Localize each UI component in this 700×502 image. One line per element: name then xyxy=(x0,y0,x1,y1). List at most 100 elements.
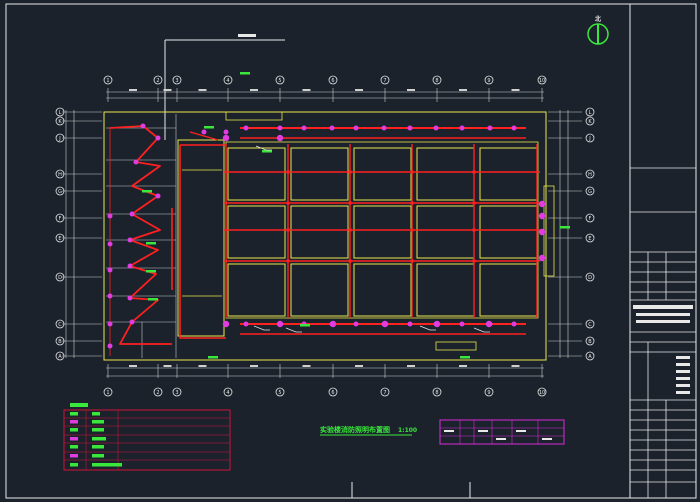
junction-node xyxy=(472,170,476,174)
lab-room-r3c2 xyxy=(290,263,349,317)
axis-label-6: 6 xyxy=(331,390,334,396)
schedule-text-mark xyxy=(516,430,526,432)
axis-label-3: 3 xyxy=(175,390,178,396)
legend-text-mark xyxy=(92,420,104,424)
axis-bubble-4 xyxy=(223,387,233,397)
axis-label-A: A xyxy=(588,354,592,360)
axis-bubble-2 xyxy=(153,75,163,85)
axis-label-2: 2 xyxy=(156,390,159,396)
circuit-corridor-loop xyxy=(179,145,226,339)
axis-label-H: H xyxy=(58,172,62,178)
axis-label-3: 3 xyxy=(175,78,178,84)
legend-symbol xyxy=(70,428,78,432)
legend-frame xyxy=(63,409,231,471)
dimension-value-mark xyxy=(459,365,467,367)
axis-label-L: L xyxy=(589,110,592,116)
axis-label-10: 10 xyxy=(539,390,545,396)
axis-bubble-8 xyxy=(432,75,442,85)
light-fixture xyxy=(538,254,546,262)
schedule-frame xyxy=(439,419,565,445)
axis-bubble-A xyxy=(585,351,595,361)
lighting-circuits xyxy=(109,125,540,356)
junction-node xyxy=(348,201,352,205)
legend-symbol xyxy=(70,454,78,458)
axis-label-8: 8 xyxy=(435,78,438,84)
axis-label-9: 9 xyxy=(487,390,490,396)
circuit-label-mark xyxy=(262,150,272,153)
axis-label-B: B xyxy=(58,339,62,345)
axis-bubble-3 xyxy=(172,387,182,397)
axis-bubble-5 xyxy=(275,387,285,397)
dimension-value-mark xyxy=(250,89,258,91)
axis-bubble-C xyxy=(585,319,595,329)
lab-room-r2c5 xyxy=(479,205,538,259)
light-fixture xyxy=(107,213,113,219)
axis-label-B: B xyxy=(588,339,592,345)
leader-line xyxy=(255,145,272,151)
axis-bubble-3 xyxy=(172,75,182,85)
axis-label-J: J xyxy=(588,136,590,142)
light-fixture xyxy=(538,200,546,208)
dimension-value-mark xyxy=(129,89,137,91)
axis-bubble-H xyxy=(585,169,595,179)
junction-node xyxy=(348,259,352,263)
light-fixture xyxy=(243,321,249,327)
legend-symbol xyxy=(70,445,78,449)
light-fixture xyxy=(433,320,441,328)
dimension-value-mark xyxy=(198,365,207,367)
light-fixture xyxy=(353,125,359,131)
light-fixture xyxy=(155,193,161,199)
schedule-text-mark xyxy=(542,438,552,440)
light-fixture xyxy=(538,228,546,236)
outer-wall xyxy=(103,111,547,361)
circuit-label-mark xyxy=(142,190,152,193)
dimension-value-mark xyxy=(302,365,311,367)
leader-line xyxy=(253,325,270,331)
lab-room-r1c4 xyxy=(416,147,475,201)
schedule-text-mark xyxy=(496,438,506,440)
lab-room-r3c1 xyxy=(227,263,286,317)
dimension-value-mark xyxy=(355,89,363,91)
lab-room-r1c1 xyxy=(227,147,286,201)
dimension-value-mark xyxy=(407,89,415,91)
schedule-text-mark xyxy=(478,430,488,432)
axis-bubble-A xyxy=(55,351,65,361)
light-fixture xyxy=(107,321,113,327)
drawing-scale: 1:100 xyxy=(398,427,417,434)
lab-room-r2c2 xyxy=(290,205,349,259)
axis-label-K: K xyxy=(58,119,62,125)
light-fixture xyxy=(201,129,207,135)
lab-room-r1c2 xyxy=(290,147,349,201)
light-fixture xyxy=(276,320,284,328)
legend-text-mark xyxy=(92,454,104,458)
light-fixture xyxy=(433,125,439,131)
axis-bubble-6 xyxy=(328,387,338,397)
junction-node xyxy=(410,259,414,263)
axis-label-5: 5 xyxy=(278,78,281,84)
axis-label-10: 10 xyxy=(539,78,545,84)
axis-bubble-C xyxy=(55,319,65,329)
axis-label-G: G xyxy=(588,189,592,195)
drawing-title: 实验楼消防照明布置图 xyxy=(320,425,390,434)
axis-label-D: D xyxy=(588,275,592,281)
junction-node xyxy=(472,201,476,205)
legend-text-mark xyxy=(92,445,104,449)
axis-bubble-F xyxy=(55,213,65,223)
junction-node xyxy=(472,259,476,263)
light-fixture xyxy=(353,321,359,327)
axis-bubble-9 xyxy=(484,75,494,85)
axis-label-A: A xyxy=(58,354,62,360)
dimension-value-mark xyxy=(407,365,415,367)
light-fixture xyxy=(511,321,517,327)
legend-header-mark xyxy=(70,403,88,407)
dimension-value-mark xyxy=(459,89,467,91)
dimension-value-mark xyxy=(511,89,520,91)
axis-bubble-K xyxy=(55,116,65,126)
light-fixture xyxy=(277,125,283,131)
axis-label-8: 8 xyxy=(435,390,438,396)
dimension-lines xyxy=(62,88,582,378)
legend-text-mark xyxy=(92,412,100,416)
light-fixture xyxy=(223,129,229,135)
